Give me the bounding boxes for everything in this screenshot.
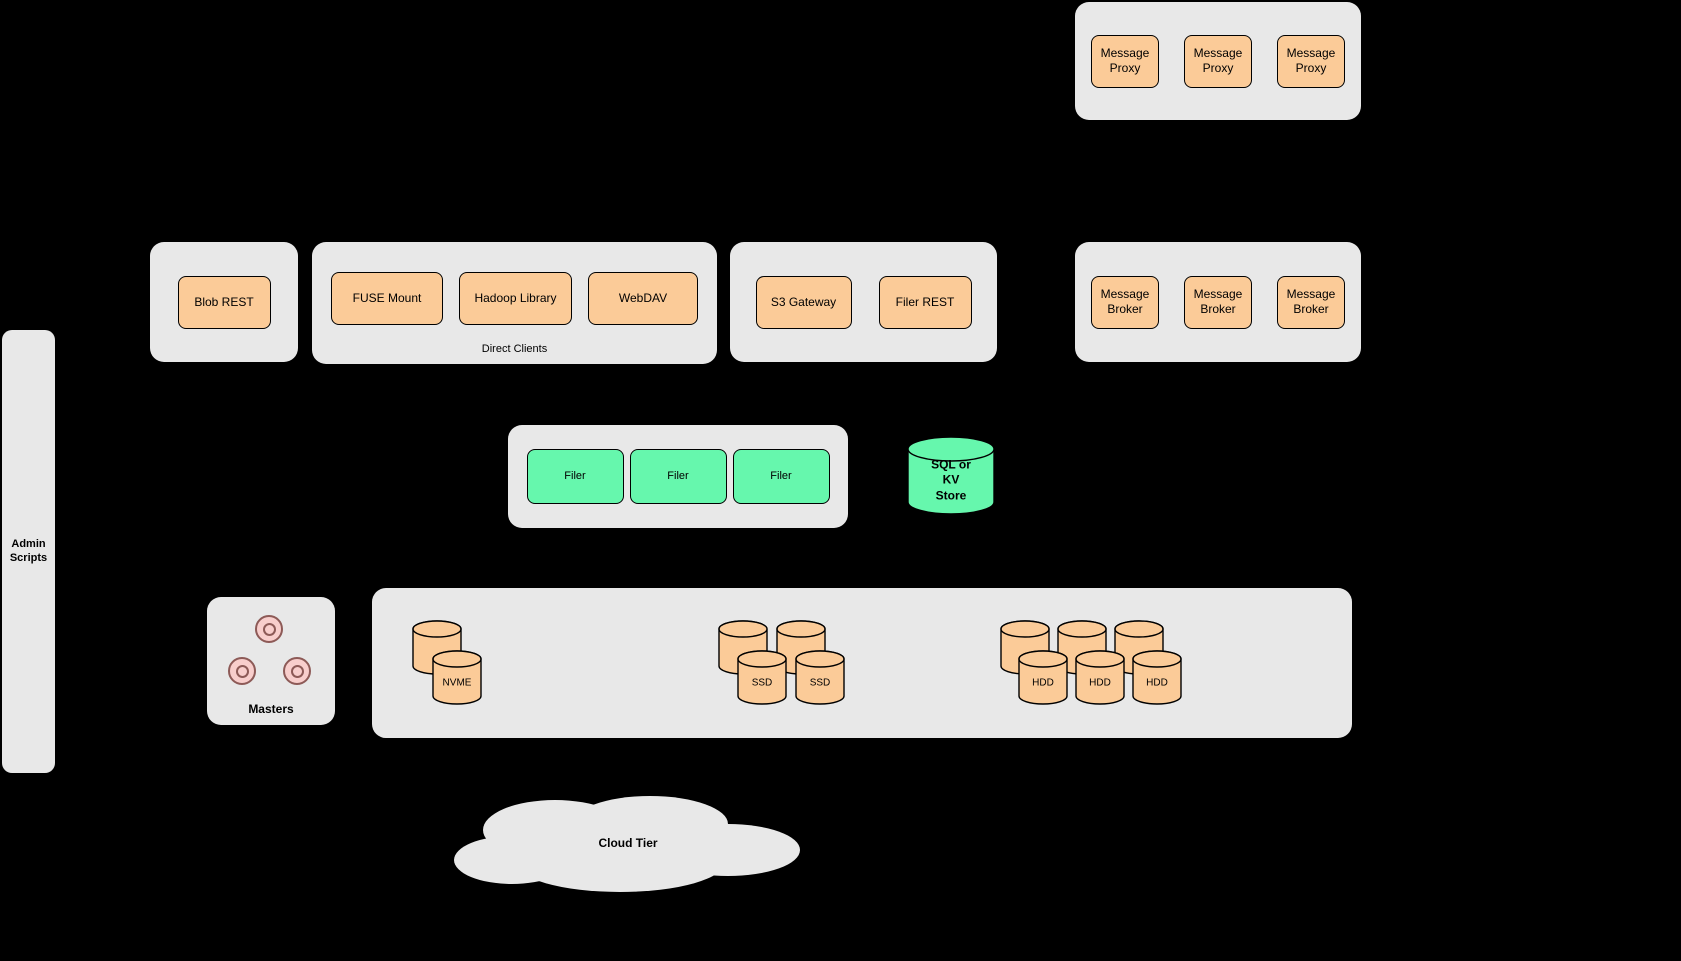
s3-gateway-node: S3 Gateway [755, 275, 852, 329]
hdd-label: HDD [1089, 677, 1111, 689]
cylinder-shape [737, 650, 787, 705]
message-proxy-group: Message Proxy Message Proxy Message Prox… [1075, 2, 1361, 120]
cylinder-shape [1075, 650, 1125, 705]
message-broker-label: Message Broker [1100, 287, 1150, 316]
cylinder-shape [1132, 650, 1182, 705]
gateways-group: S3 Gateway Filer REST [730, 242, 997, 362]
webdav-node: WebDAV [588, 272, 698, 325]
message-proxy-node: Message Proxy [1091, 34, 1159, 88]
message-proxy-node: Message Proxy [1184, 34, 1252, 88]
message-broker-node: Message Broker [1277, 275, 1345, 329]
cloud-icon [454, 796, 800, 892]
filer-group: Filer Filer Filer [508, 425, 848, 528]
ssd-label: SSD [809, 677, 831, 689]
master-node-inner [262, 622, 276, 636]
cylinder-shape [432, 650, 482, 705]
hadoop-library-label: Hadoop Library [474, 291, 557, 305]
fuse-mount-label: FUSE Mount [352, 291, 422, 305]
sql-kv-store-cylinder: SQL or KV Store [906, 436, 996, 516]
blob-rest-node: Blob REST [177, 275, 271, 329]
filer-label: Filer [667, 469, 689, 482]
master-node [283, 657, 311, 685]
direct-clients-row: FUSE Mount Hadoop Library WebDAV [312, 272, 717, 325]
hadoop-library-node: Hadoop Library [459, 272, 572, 325]
masters-label: Masters [248, 702, 294, 716]
filer-node: Filer [629, 449, 727, 504]
fuse-mount-node: FUSE Mount [331, 272, 443, 325]
message-proxy-label: Message Proxy [1100, 46, 1150, 75]
message-broker-node: Message Broker [1091, 275, 1159, 329]
hdd-label: HDD [1146, 677, 1168, 689]
message-proxy-label: Message Proxy [1193, 46, 1243, 75]
cloud-tier-shape: Cloud Tier [450, 788, 806, 896]
nvme-label: NVME [442, 677, 472, 689]
blob-rest-label: Blob REST [194, 294, 254, 309]
cylinder-shape [907, 436, 995, 515]
direct-clients-caption: Direct Clients [481, 343, 548, 355]
message-broker-label: Message Broker [1286, 287, 1336, 316]
blob-rest-group: Blob REST [150, 242, 298, 362]
sql-kv-store-label: SQL or KV Store [931, 457, 971, 503]
message-proxy-label: Message Proxy [1286, 46, 1336, 75]
volume-servers-group: NVME SSD SSD [372, 588, 1352, 738]
master-node-inner [290, 664, 304, 678]
cylinder-shape [1018, 650, 1068, 705]
cylinder-shape [412, 620, 462, 675]
hdd-disk-cylinder: HDD [1132, 650, 1182, 705]
admin-scripts-panel: Admin Scripts [2, 330, 55, 773]
message-broker-group: Message Broker Message Broker Message Br… [1075, 242, 1361, 362]
master-node [228, 657, 256, 685]
webdav-label: WebDAV [618, 291, 668, 305]
message-proxy-node: Message Proxy [1277, 34, 1345, 88]
cloud-tier-label: Cloud Tier [598, 835, 658, 850]
hdd-disk-cylinder: HDD [1075, 650, 1125, 705]
nvme-disk-cylinder: NVME [432, 650, 482, 705]
filer-label: Filer [770, 469, 792, 482]
filer-node: Filer [732, 449, 830, 504]
nvme-disk-cylinder [412, 620, 462, 675]
s3-gateway-label: S3 Gateway [770, 294, 837, 309]
filer-rest-node: Filer REST [878, 275, 972, 329]
ssd-disk-cylinder: SSD [737, 650, 787, 705]
hdd-disk-cylinder: HDD [1018, 650, 1068, 705]
admin-scripts-label: Admin Scripts [9, 537, 48, 564]
ssd-label: SSD [751, 677, 773, 689]
filer-rest-label: Filer REST [895, 294, 955, 309]
master-node-inner [235, 664, 249, 678]
filer-label: Filer [564, 469, 586, 482]
cylinder-shape [795, 650, 845, 705]
message-broker-node: Message Broker [1184, 275, 1252, 329]
masters-group: Masters [207, 597, 335, 725]
direct-clients-group: FUSE Mount Hadoop Library WebDAV Direct … [312, 242, 717, 364]
hdd-label: HDD [1032, 677, 1054, 689]
master-node [255, 615, 283, 643]
ssd-disk-cylinder: SSD [795, 650, 845, 705]
message-broker-label: Message Broker [1193, 287, 1243, 316]
filer-node: Filer [526, 449, 624, 504]
